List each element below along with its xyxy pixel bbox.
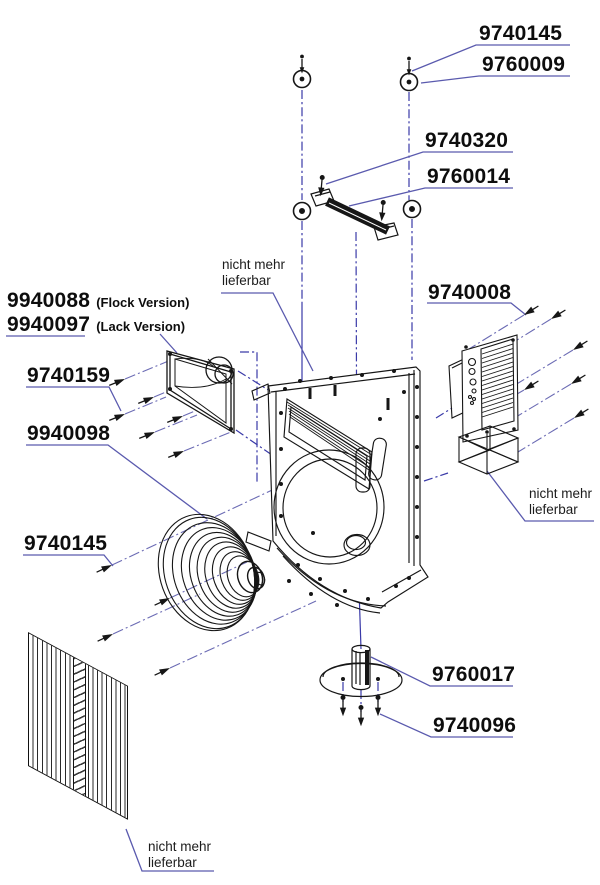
leader-lines bbox=[6, 44, 594, 872]
part-label-horn-screws: 9740159 bbox=[27, 364, 111, 387]
part-label-horn-lack: 9940097 (Lack Version) bbox=[7, 313, 185, 337]
note-line: lieferbar bbox=[529, 501, 578, 517]
variant-note: (Lack Version) bbox=[96, 319, 186, 334]
cabinet bbox=[245, 366, 429, 614]
part-label-connector-panel: 9740008 bbox=[428, 281, 512, 304]
part-label-handle-screws: 9760014 bbox=[427, 165, 511, 188]
part-label-horn-flock: 9940088 (Flock Version) bbox=[7, 289, 189, 313]
variant-note: (Flock Version) bbox=[96, 295, 190, 310]
pole-mount bbox=[319, 644, 403, 726]
part-label-pole-mount: 9760017 bbox=[432, 663, 516, 686]
part-label-top-screw: 9740145 bbox=[479, 22, 563, 45]
note-line: lieferbar bbox=[148, 854, 197, 870]
note-discontinued-top: nicht mehr lieferbar bbox=[222, 257, 285, 288]
note-line: nicht mehr bbox=[529, 486, 593, 501]
part-label-pole-mount-screws: 9740096 bbox=[433, 714, 517, 737]
part-label-top-washer: 9760009 bbox=[482, 53, 566, 76]
woofer bbox=[157, 513, 266, 632]
carry-handle bbox=[292, 174, 422, 241]
note-line: nicht mehr bbox=[222, 257, 286, 272]
note-line: lieferbar bbox=[222, 272, 271, 288]
part-label-woofer-screws: 9740145 bbox=[24, 532, 108, 555]
brace-box bbox=[457, 425, 520, 475]
part-number: 9940097 bbox=[7, 313, 91, 336]
cabinet-screw-holes bbox=[279, 369, 419, 607]
note-line: nicht mehr bbox=[148, 839, 212, 854]
heatsink-fins bbox=[481, 343, 514, 418]
note-discontinued-right: nicht mehr lieferbar bbox=[529, 486, 592, 517]
horn bbox=[166, 350, 235, 435]
connector-panel-assembly bbox=[448, 334, 520, 475]
panel-screws bbox=[521, 302, 591, 422]
part-label-handle: 9740320 bbox=[425, 129, 509, 152]
part-label-woofer: 9940098 bbox=[27, 422, 111, 445]
note-discontinued-bottom: nicht mehr lieferbar bbox=[148, 839, 211, 870]
part-number: 9940088 bbox=[7, 289, 91, 312]
top-fixing-washers bbox=[292, 53, 419, 92]
